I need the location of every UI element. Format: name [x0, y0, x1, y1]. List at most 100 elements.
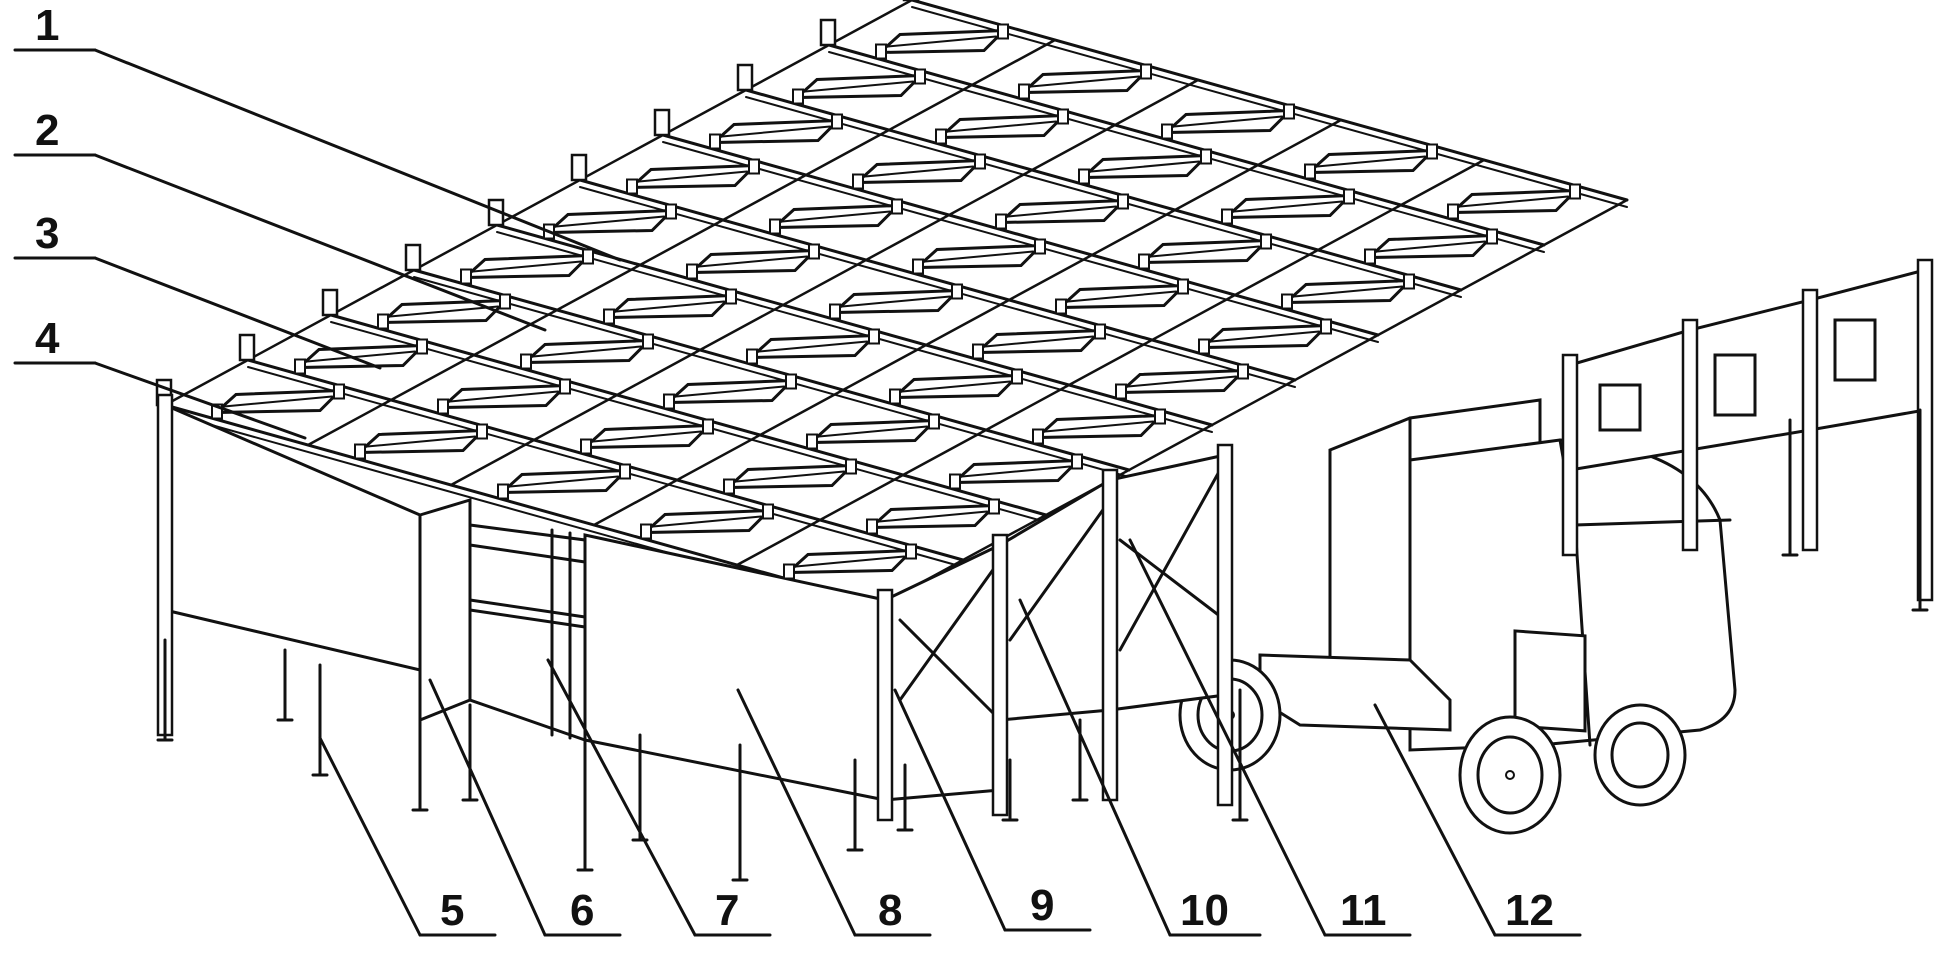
bracket-pin — [559, 378, 571, 395]
hinge-bracket — [769, 198, 903, 235]
bracket-pin — [1237, 363, 1249, 380]
label-7: 7 — [715, 886, 739, 935]
hinge-bracket — [640, 503, 774, 540]
roof-rail — [661, 133, 1380, 337]
bracket-inner-line — [1173, 115, 1283, 128]
bracket-inner-line — [366, 435, 476, 448]
bracket-pin — [951, 283, 963, 300]
bracket-pin — [912, 258, 924, 275]
bracket-pin — [1161, 123, 1173, 140]
roof-stub — [321, 288, 339, 317]
roof-stub — [570, 153, 588, 182]
hinge-bracket — [1138, 233, 1272, 270]
bracket-pin — [808, 243, 820, 260]
label-11: 11 — [1340, 886, 1387, 935]
hinge-bracket — [995, 193, 1129, 230]
bracket-inner-line — [924, 250, 1034, 263]
bracket-inner-line — [901, 380, 1011, 393]
bracket-pin — [1117, 193, 1129, 210]
leader-line-6 — [428, 678, 547, 937]
roof-cross-rail — [735, 158, 1486, 567]
bracket-inner-line — [449, 390, 559, 403]
hinge-bracket — [580, 418, 714, 455]
bracket-pin — [1304, 163, 1316, 180]
bracket-pin — [686, 263, 698, 280]
roof-rail-lower — [330, 321, 1047, 523]
bracket-pin — [294, 358, 306, 375]
roof-frame — [163, 0, 1629, 613]
open-door — [418, 497, 472, 723]
roof-stub — [819, 18, 837, 47]
bracket-pin — [354, 443, 366, 460]
bracket-pin — [1055, 298, 1067, 315]
bracket-inner-line — [1007, 205, 1117, 218]
hinge-bracket — [866, 498, 1000, 535]
hinge-bracket — [1161, 103, 1295, 140]
bracket-pin — [935, 128, 947, 145]
hinge-bracket — [1115, 363, 1249, 400]
roof-rail-lower — [828, 51, 1545, 253]
hinge-bracket — [377, 293, 511, 330]
label-1: 1 — [35, 1, 59, 50]
roof-stub — [653, 108, 671, 137]
bracket-pin — [640, 523, 652, 540]
hinge-bracket — [603, 288, 737, 325]
bracket-inner-line — [887, 35, 997, 48]
bracket-pin — [702, 418, 714, 435]
hinge-bracket — [626, 158, 760, 195]
bracket-pin — [1447, 203, 1459, 220]
storage-shelves — [468, 523, 587, 743]
bracket-pin — [1260, 233, 1272, 250]
leader-line-7 — [546, 658, 697, 937]
side-panels — [163, 268, 1927, 802]
hinge-bracket — [1055, 278, 1189, 315]
hinge-bracket — [497, 463, 631, 500]
bracket-inner-line — [984, 335, 1094, 348]
bracket-pin — [1403, 273, 1415, 290]
bracket-pin — [437, 398, 449, 415]
bracket-pin — [642, 333, 654, 350]
bracket-pin — [497, 483, 509, 500]
bracket-pin — [580, 438, 592, 455]
right-side-panel — [583, 533, 887, 802]
hinge-bracket — [723, 458, 857, 495]
bracket-pin — [792, 88, 804, 105]
bracket-inner-line — [1030, 75, 1140, 88]
bracket-pin — [891, 198, 903, 215]
bracket-pin — [988, 498, 1000, 515]
hinge-bracket — [709, 113, 843, 150]
roof-stub — [736, 63, 754, 92]
hinge-bracket — [437, 378, 571, 415]
roof-cross-rail — [449, 78, 1200, 487]
bracket-inner-line — [532, 345, 642, 358]
label-3: 3 — [35, 209, 59, 258]
support-post — [991, 533, 1009, 817]
bracket-pin — [746, 348, 758, 365]
bracket-pin — [914, 68, 926, 85]
bracket-inner-line — [223, 395, 333, 408]
bracket-inner-line — [1090, 160, 1200, 173]
hinge-bracket — [543, 203, 677, 240]
bracket-pin — [1011, 368, 1023, 385]
bracket-pin — [949, 473, 961, 490]
hinge-bracket — [792, 68, 926, 105]
bracket-pin — [1177, 278, 1189, 295]
hinge-bracket — [949, 453, 1083, 490]
roof-rail — [910, 0, 1629, 202]
hinge-bracket — [1032, 408, 1166, 445]
hinge-bracket — [1198, 318, 1332, 355]
leader-line-11 — [1128, 538, 1327, 937]
bracket-inner-line — [1459, 195, 1569, 208]
hinge-bracket — [460, 248, 594, 285]
label-9: 9 — [1030, 881, 1054, 930]
bracket-pin — [626, 178, 638, 195]
bracket-pin — [1283, 103, 1295, 120]
bracket-pin — [875, 43, 887, 60]
bracket-pin — [520, 353, 532, 370]
bracket-pin — [974, 153, 986, 170]
bracket-pin — [582, 248, 594, 265]
roof-cross-rail — [163, 0, 914, 407]
roof-stub — [404, 243, 422, 272]
bracket-pin — [665, 203, 677, 220]
